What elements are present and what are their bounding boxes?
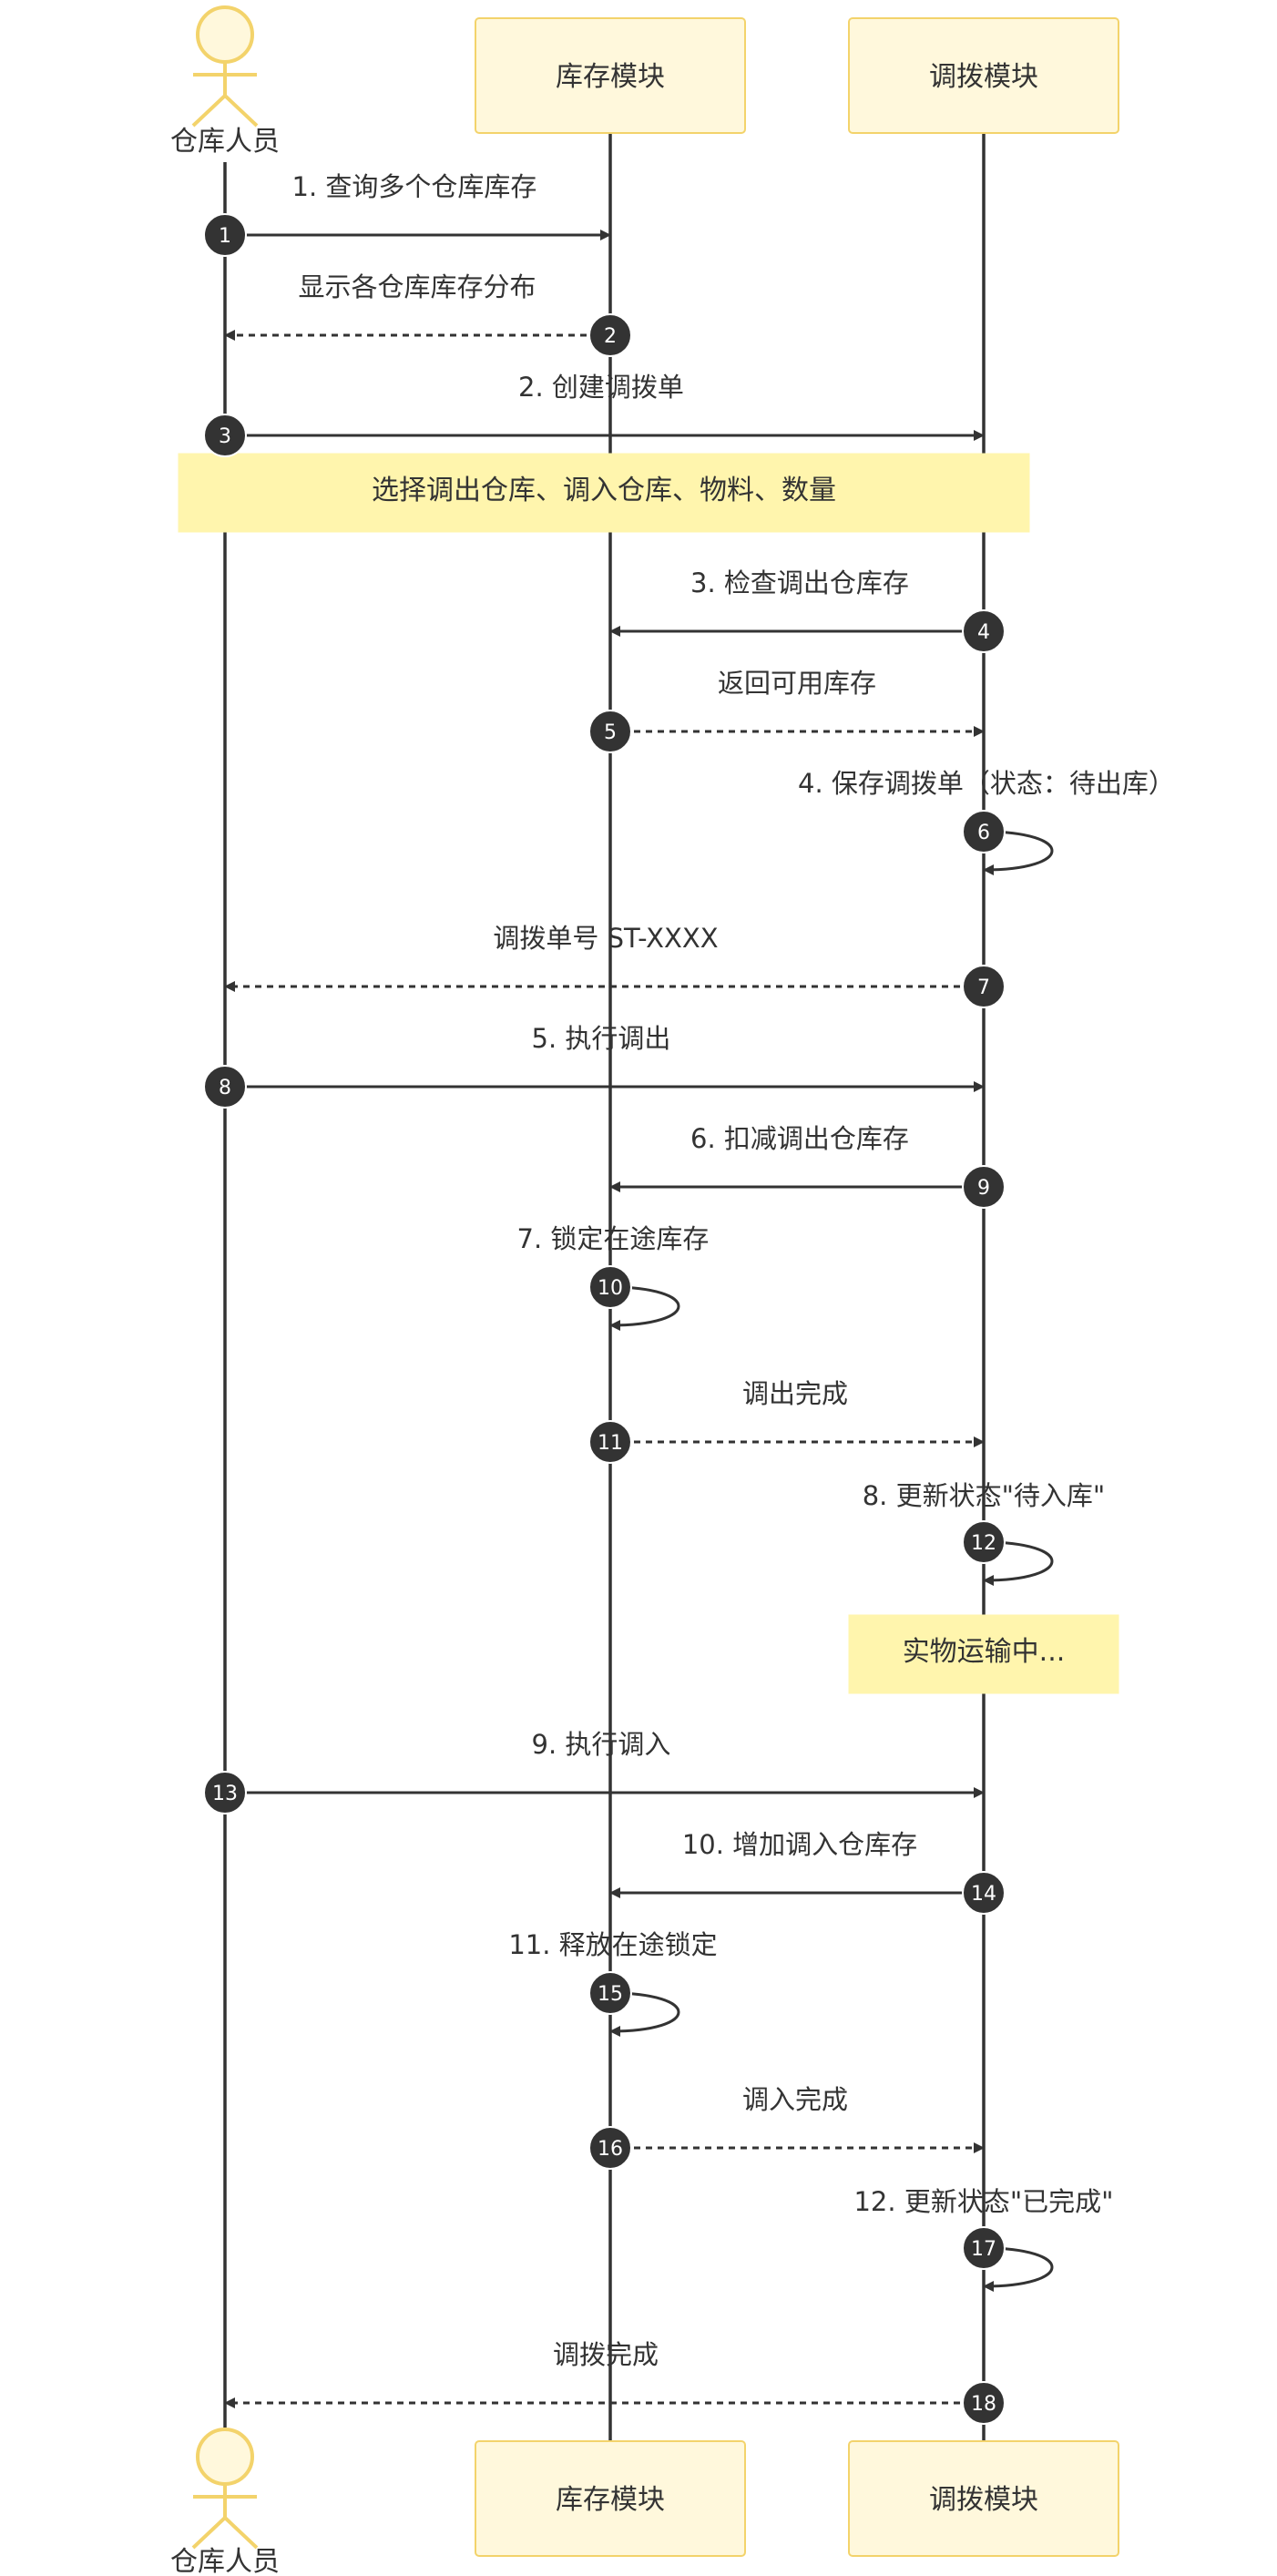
sequence-badge bbox=[588, 1971, 632, 2015]
message-label: 显示各仓库库存分布 bbox=[298, 271, 536, 302]
message-2: 显示各仓库库存分布 2 bbox=[224, 271, 632, 357]
sequence-badge bbox=[588, 2126, 632, 2170]
sequence-badge bbox=[203, 1771, 247, 1814]
sequence-number: 6 bbox=[977, 822, 990, 844]
participant-user-bottom[interactable]: 仓库人员 bbox=[170, 2428, 280, 2576]
message-18: 调拨完成 18 bbox=[224, 2339, 1006, 2425]
participant-transfer-top[interactable]: 调拨模块 bbox=[848, 17, 1119, 134]
message-12: 8. 更新状态"待入库" 12 bbox=[863, 1480, 1106, 1586]
sequence-badge bbox=[962, 2226, 1006, 2270]
message-label: 1. 查询多个仓库库存 bbox=[292, 171, 537, 202]
message-11: 调出完成 11 bbox=[588, 1378, 985, 1464]
actor-label: 仓库人员 bbox=[170, 126, 280, 158]
sequence-number: 8 bbox=[219, 1077, 231, 1099]
message-17: 12. 更新状态"已完成" 17 bbox=[853, 2186, 1114, 2292]
note-transport: 实物运输中... bbox=[848, 1614, 1119, 1694]
self-loop bbox=[983, 1540, 1054, 1586]
message-10: 7. 锁定在途库存 10 bbox=[517, 1223, 710, 1331]
sequence-number: 5 bbox=[604, 721, 617, 744]
message-label: 4. 保存调拨单（状态：待出库） bbox=[798, 768, 1175, 799]
actor-label: 仓库人员 bbox=[170, 2546, 280, 2576]
message-9: 6. 扣减调出仓库存 9 bbox=[609, 1123, 1006, 1209]
message-13: 9. 执行调入 13 bbox=[203, 1729, 985, 1814]
self-loop bbox=[983, 2246, 1054, 2292]
message-1: 1. 查询多个仓库库存 1 bbox=[203, 171, 611, 257]
message-16: 调入完成 16 bbox=[588, 2084, 985, 2170]
message-label: 返回可用库存 bbox=[718, 668, 876, 699]
self-loop bbox=[609, 1991, 680, 2037]
message-label: 2. 创建调拨单 bbox=[518, 372, 684, 403]
participant-label: 库存模块 bbox=[556, 2484, 665, 2516]
message-14: 10. 增加调入仓库存 14 bbox=[609, 1829, 1006, 1915]
participant-label: 库存模块 bbox=[556, 61, 665, 93]
sequence-badge bbox=[203, 1065, 247, 1109]
sequence-number: 7 bbox=[977, 976, 990, 999]
message-label: 3. 检查调出仓库存 bbox=[690, 567, 909, 598]
sequence-number: 18 bbox=[971, 2393, 996, 2416]
sequence-number: 12 bbox=[971, 1532, 996, 1555]
sequence-number: 13 bbox=[212, 1783, 238, 1805]
message-label: 10. 增加调入仓库存 bbox=[682, 1829, 917, 1860]
message-5: 返回可用库存 5 bbox=[588, 668, 985, 753]
message-label: 6. 扣减调出仓库存 bbox=[690, 1123, 909, 1154]
self-loop bbox=[609, 1285, 680, 1331]
sequence-badge bbox=[962, 1165, 1006, 1209]
sequence-badge bbox=[962, 1871, 1006, 1915]
actor-icon bbox=[191, 2428, 259, 2550]
sequence-number: 9 bbox=[977, 1177, 990, 1200]
sequence-number: 16 bbox=[598, 2138, 623, 2161]
sequence-number: 3 bbox=[219, 425, 231, 448]
message-4: 3. 检查调出仓库存 4 bbox=[609, 567, 1006, 653]
sequence-number: 10 bbox=[598, 1277, 623, 1300]
participant-transfer-bottom[interactable]: 调拨模块 bbox=[848, 2440, 1119, 2557]
note-text: 实物运输中... bbox=[903, 1636, 1066, 1668]
sequence-badge bbox=[962, 810, 1006, 854]
participant-inventory-top[interactable]: 库存模块 bbox=[475, 17, 746, 134]
message-3: 2. 创建调拨单 3 bbox=[203, 372, 985, 457]
sequence-number: 17 bbox=[971, 2238, 996, 2261]
message-label: 11. 释放在途锁定 bbox=[508, 1929, 717, 1960]
sequence-number: 14 bbox=[971, 1883, 996, 1906]
sequence-badge bbox=[203, 213, 247, 257]
sequence-number: 1 bbox=[219, 225, 231, 248]
actor-icon bbox=[191, 5, 259, 128]
sequence-number: 2 bbox=[604, 325, 617, 348]
message-label: 调入完成 bbox=[742, 2084, 848, 2115]
sequence-badge bbox=[588, 313, 632, 357]
sequence-badge bbox=[588, 1265, 632, 1309]
participant-inventory-bottom[interactable]: 库存模块 bbox=[475, 2440, 746, 2557]
participant-label: 调拨模块 bbox=[929, 61, 1038, 93]
message-label: 调拨单号 ST-XXXX bbox=[493, 923, 718, 954]
message-8: 5. 执行调出 8 bbox=[203, 1023, 985, 1109]
message-15: 11. 释放在途锁定 15 bbox=[508, 1929, 718, 2037]
message-label: 调出完成 bbox=[742, 1378, 848, 1409]
message-6: 4. 保存调拨单（状态：待出库） 6 bbox=[798, 768, 1175, 875]
message-7: 调拨单号 ST-XXXX 7 bbox=[224, 923, 1006, 1008]
sequence-badge bbox=[588, 1420, 632, 1464]
sequence-badge bbox=[962, 965, 1006, 1008]
message-label: 5. 执行调出 bbox=[532, 1023, 671, 1054]
sequence-number: 4 bbox=[977, 621, 990, 644]
sequence-number: 11 bbox=[598, 1432, 623, 1455]
participant-label: 调拨模块 bbox=[929, 2484, 1038, 2516]
message-label: 12. 更新状态"已完成" bbox=[853, 2186, 1113, 2217]
sequence-badge bbox=[962, 609, 1006, 653]
sequence-badge bbox=[203, 414, 247, 457]
participant-user-top[interactable]: 仓库人员 bbox=[170, 5, 280, 158]
message-label: 调拨完成 bbox=[553, 2339, 659, 2370]
sequence-badge bbox=[962, 1520, 1006, 1564]
sequence-number: 15 bbox=[598, 1983, 623, 2006]
note-selection: 选择调出仓库、调入仓库、物料、数量 bbox=[178, 453, 1030, 533]
self-loop bbox=[983, 830, 1054, 875]
message-label: 8. 更新状态"待入库" bbox=[863, 1480, 1106, 1511]
message-label: 7. 锁定在途库存 bbox=[517, 1223, 710, 1254]
message-label: 9. 执行调入 bbox=[532, 1729, 671, 1760]
sequence-badge bbox=[962, 2381, 1006, 2425]
sequence-badge bbox=[588, 710, 632, 753]
note-text: 选择调出仓库、调入仓库、物料、数量 bbox=[372, 475, 836, 506]
